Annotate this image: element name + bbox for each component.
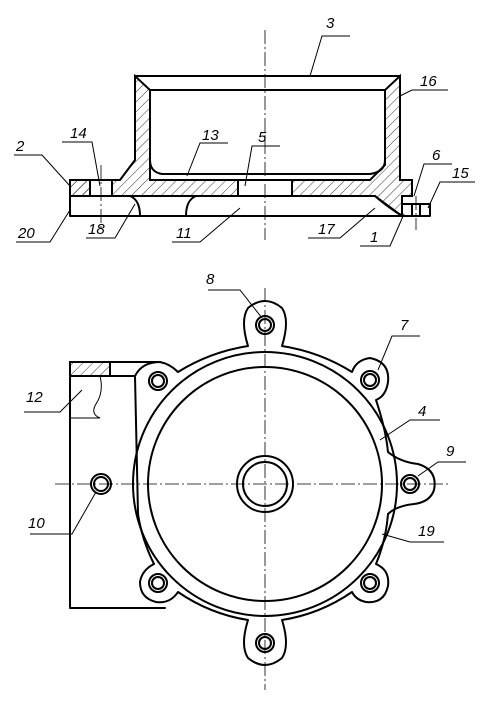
bolt-hole-lower-right-inner <box>363 576 377 590</box>
leader-lines <box>14 35 475 543</box>
section-view <box>69 30 431 240</box>
bolt-hole-lower-left-inner <box>151 576 165 590</box>
callout-5: 5 <box>258 129 267 146</box>
break-line <box>70 375 102 419</box>
callout-2: 2 <box>15 138 25 155</box>
callout-3: 3 <box>326 15 335 32</box>
callout-19: 19 <box>418 523 435 540</box>
callout-13: 13 <box>202 127 219 144</box>
bolt-hole-upper-left-inner <box>151 374 165 388</box>
callout-6: 6 <box>432 147 441 164</box>
callout-14: 14 <box>70 125 87 142</box>
bolt-hole-upper-left <box>148 371 168 391</box>
block-section <box>69 361 111 377</box>
section-left-flange <box>69 179 91 197</box>
callout-8: 8 <box>206 271 215 288</box>
callout-16: 16 <box>420 73 437 90</box>
callout-17: 17 <box>318 221 335 238</box>
callout-4: 4 <box>418 403 426 420</box>
bolt-hole-lower-left <box>148 573 168 593</box>
callout-20: 20 <box>17 225 35 242</box>
callout-18: 18 <box>88 221 105 238</box>
callout-9: 9 <box>446 443 455 460</box>
base-outline <box>69 195 403 217</box>
callout-1: 1 <box>370 229 378 246</box>
callout-labels: 3 16 13 5 14 2 6 15 20 18 11 17 1 8 7 4 … <box>15 15 469 540</box>
side-block <box>69 361 166 609</box>
callout-15: 15 <box>452 165 469 182</box>
callout-12: 12 <box>26 389 43 406</box>
callout-10: 10 <box>28 515 45 532</box>
bolt-hole-upper-right <box>360 370 380 390</box>
section-right-wall <box>291 73 413 218</box>
cup-inner <box>134 75 401 175</box>
plan-view <box>55 288 450 690</box>
callout-7: 7 <box>400 317 409 334</box>
bolt-hole-lower-right <box>360 573 380 593</box>
flange-outline <box>134 300 436 666</box>
callout-11: 11 <box>176 225 192 242</box>
bolt-hole-upper-right-inner <box>363 373 377 387</box>
